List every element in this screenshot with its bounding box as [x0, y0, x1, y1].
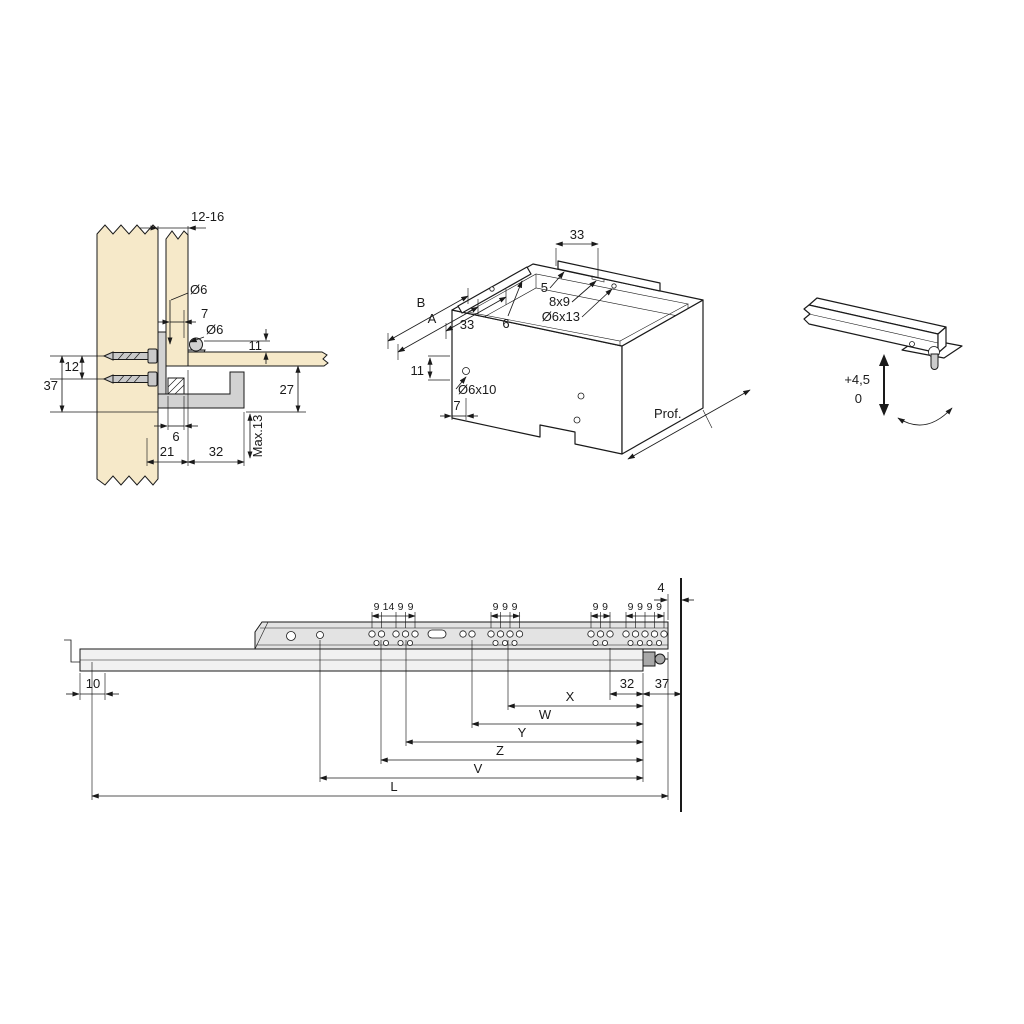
spacing-dims-group4: 9 9 9 9: [625, 601, 665, 628]
slide-foot-profile: [157, 371, 245, 409]
dim-spacing-12: 12: [65, 359, 79, 374]
rail-bar-end: [937, 326, 947, 354]
dim-slot-8x9: 8x9: [549, 294, 570, 309]
dim-drop-11: 11: [411, 363, 425, 378]
spacing-dims-group1: 9 14 9 9: [371, 601, 416, 628]
dim-label-b: B: [417, 295, 426, 310]
svg-text:9: 9: [637, 601, 643, 613]
dim-wall-gap: 4: [654, 580, 694, 620]
drawer-side-panel: [165, 230, 189, 367]
dim-adjust-max: +4,5: [844, 372, 870, 387]
spacing-dims-group3: 9 9: [590, 601, 611, 628]
front-face-hole-2: [577, 392, 585, 400]
svg-text:9: 9: [408, 601, 414, 613]
dim-width-6: 6: [172, 429, 179, 444]
rail-side-view: 4 9 14 9 9 9 9 9 9 9 9 9 9: [64, 578, 694, 812]
svg-text:9: 9: [656, 601, 662, 613]
offset-dims: 10 32 37: [66, 648, 682, 700]
rail-holes: [286, 629, 668, 647]
svg-text:14: 14: [383, 601, 395, 613]
length-dims: X W Y Z V L: [91, 640, 669, 800]
dim-clearance-11: 11: [249, 338, 263, 353]
dim-slot-5: 5: [541, 280, 548, 295]
svg-text:10: 10: [86, 676, 100, 691]
dim-top-33: 33: [570, 227, 584, 242]
svg-text:9: 9: [374, 601, 380, 613]
dim-offset-7-iso: 7: [453, 398, 460, 413]
swing-arrow: [897, 407, 953, 426]
dim-left-33: 33: [460, 317, 474, 332]
svg-text:X: X: [566, 689, 575, 704]
dim-hole-6x10: Ø6x10: [458, 382, 496, 397]
dim-hole-mid: Ø6: [206, 322, 223, 337]
svg-text:V: V: [474, 761, 483, 776]
adjustment-view: +4,5 0: [803, 297, 963, 426]
dim-height-37: 37: [44, 378, 58, 393]
spacing-dims-group2: 9 9 9: [490, 601, 521, 628]
svg-text:Y: Y: [518, 725, 527, 740]
dim-max-13: Max.13: [250, 415, 265, 458]
isometric-dimensions: 33 5 8x9 Ø6x13 B A 33 6: [387, 227, 751, 460]
svg-text:9: 9: [593, 601, 599, 613]
rear-mounting-pin: [642, 651, 668, 667]
side-face-hole: [462, 367, 470, 375]
dim-hole-6x13: Ø6x13: [542, 309, 580, 324]
dim-depth-prof: Prof.: [654, 406, 681, 421]
dim-width-32: 32: [209, 444, 223, 459]
dim-offset-7: 7: [201, 306, 208, 321]
svg-text:9: 9: [493, 601, 499, 613]
dim-width-21: 21: [160, 444, 174, 459]
dim-panel-gap: 12-16: [191, 209, 224, 224]
rail-strip-right: [557, 260, 661, 292]
runner-block: [167, 377, 185, 395]
svg-text:37: 37: [655, 676, 669, 691]
svg-text:W: W: [539, 707, 552, 722]
svg-text:32: 32: [620, 676, 634, 691]
front-face-hole-1: [573, 416, 581, 424]
cross-section-dimensions: 12-16 Ø6 7 Ø6 11 12 37: [44, 209, 306, 466]
vertical-adjust-arrow: [879, 354, 889, 416]
dim-label-a: A: [428, 311, 437, 326]
svg-text:9: 9: [628, 601, 634, 613]
svg-text:L: L: [390, 779, 397, 794]
cross-section-view: 12-16 Ø6 7 Ø6 11 12 37: [44, 209, 329, 486]
svg-text:9: 9: [502, 601, 508, 613]
svg-text:4: 4: [657, 580, 664, 595]
svg-text:9: 9: [602, 601, 608, 613]
dim-height-27: 27: [280, 382, 294, 397]
mounting-screw-lower: [102, 371, 158, 387]
dim-adjust-min: 0: [855, 391, 862, 406]
dim-offset-6: 6: [502, 316, 509, 331]
svg-text:9: 9: [512, 601, 518, 613]
svg-text:9: 9: [647, 601, 653, 613]
svg-text:9: 9: [398, 601, 404, 613]
isometric-view: 33 5 8x9 Ø6x13 B A 33 6: [387, 227, 751, 460]
adjustment-pin: [909, 341, 940, 370]
mounting-screw-upper: [102, 348, 158, 364]
dim-hole-top: Ø6: [190, 282, 207, 297]
front-hook: [64, 639, 80, 663]
svg-text:Z: Z: [496, 743, 504, 758]
drawer-bottom-panel: [187, 351, 329, 367]
